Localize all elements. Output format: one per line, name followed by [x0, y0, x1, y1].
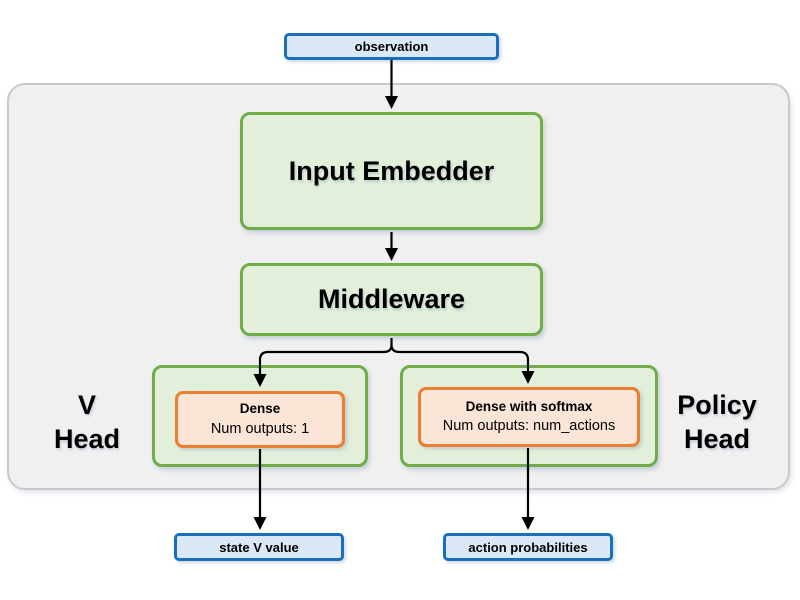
v-head-label-line1: V	[77, 390, 96, 420]
policy-head-label-line1: Policy	[677, 390, 757, 420]
input-embedder-node: Input Embedder	[240, 112, 543, 230]
policy-head-dense-subtitle: Num outputs: num_actions	[442, 418, 616, 435]
policy-head-dense-node: Dense with softmax Num outputs: num_acti…	[418, 387, 640, 447]
v-head-dense-subtitle: Num outputs: 1	[210, 420, 310, 437]
policy-head-label-line2: Head	[683, 424, 751, 454]
observation-node: observation	[284, 33, 499, 60]
v-head-label-line2: Head	[53, 424, 121, 454]
v-head-dense-title: Dense	[239, 401, 281, 417]
middleware-node: Middleware	[240, 263, 543, 336]
policy-head-label: Policy Head	[658, 388, 776, 456]
state-v-value-node: state V value	[174, 533, 344, 561]
v-head-dense-node: Dense Num outputs: 1	[175, 391, 345, 448]
policy-head-dense-title: Dense with softmax	[465, 398, 593, 414]
v-head-label: V Head	[28, 388, 146, 456]
action-probabilities-node: action probabilities	[443, 533, 613, 561]
